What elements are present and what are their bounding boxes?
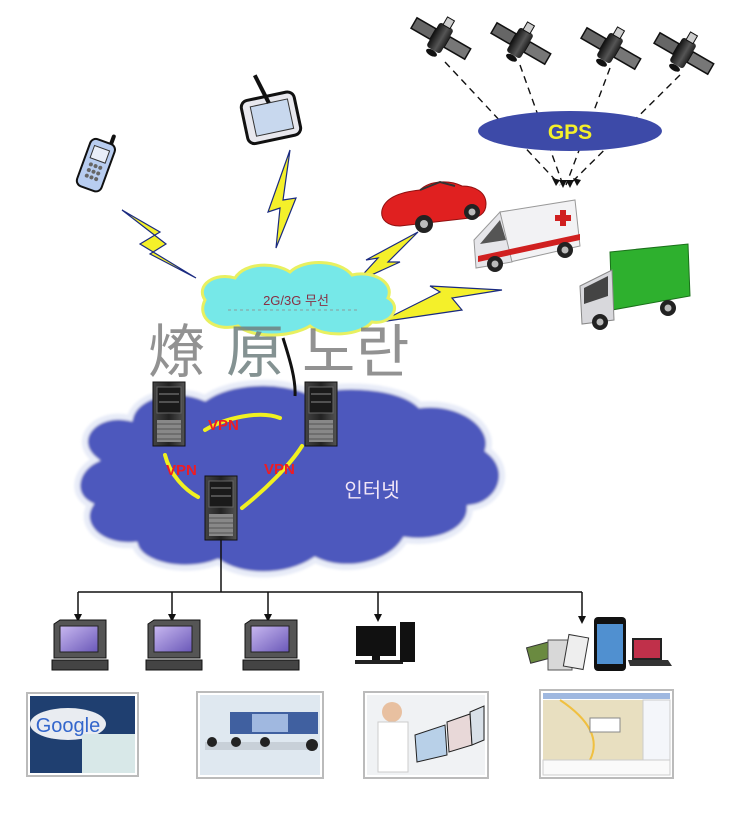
- terminal-icon: [51, 619, 109, 671]
- server-icon: [204, 475, 238, 541]
- ambulance-icon: [473, 199, 581, 272]
- satellite-icon: [409, 16, 472, 61]
- red-car-icon: [381, 180, 487, 233]
- satellite-icon: [489, 21, 552, 66]
- watermark: 燎 原 노 란: [148, 320, 409, 385]
- gps-label: GPS: [548, 121, 592, 144]
- terminal-icon: [145, 619, 203, 671]
- desktop-pc-icon: [355, 622, 415, 664]
- pda-tablet-icon: [239, 74, 303, 146]
- control-center-thumbnail: [196, 691, 324, 779]
- vpn-links: [163, 412, 304, 510]
- vpn-label: VPN: [208, 417, 239, 434]
- terminal-icon: [242, 619, 300, 671]
- watermark-char: 燎: [148, 320, 206, 385]
- satellite-icon: [652, 31, 715, 76]
- satellite-icon: [579, 26, 642, 71]
- lightning-icon: [121, 209, 197, 279]
- gps-arrowheads: [552, 178, 581, 188]
- internet-label: 인터넷: [344, 479, 399, 502]
- green-truck-icon: [579, 243, 691, 330]
- cell-phone-icon: [75, 134, 116, 193]
- wireless-cloud: 2G/3G 무선: [201, 261, 396, 337]
- uplink-line: [281, 337, 297, 397]
- gps-ellipse: GPS: [478, 111, 662, 151]
- distribution-lines: [77, 540, 583, 618]
- google-earth-thumbnail: Google: [26, 692, 139, 777]
- watermark-char: 原: [226, 320, 284, 385]
- mobile-devices-icon: [525, 617, 672, 671]
- google-logo: Google: [36, 715, 101, 737]
- lightning-icon: [267, 149, 297, 249]
- operator-workstation-thumbnail: [363, 691, 489, 779]
- vpn-label: VPN: [166, 462, 197, 479]
- lightning-icon: [379, 285, 503, 323]
- arrowheads: [74, 614, 586, 624]
- server-icon: [152, 381, 186, 447]
- watermark-char: 노: [302, 320, 355, 385]
- vpn-label: VPN: [264, 461, 295, 478]
- server-icon: [304, 381, 338, 447]
- internet-cloud: [74, 379, 506, 578]
- watermark-char: 란: [356, 320, 409, 385]
- tracking-software-thumbnail: [539, 689, 674, 779]
- wireless-cloud-label: 2G/3G 무선: [263, 293, 329, 308]
